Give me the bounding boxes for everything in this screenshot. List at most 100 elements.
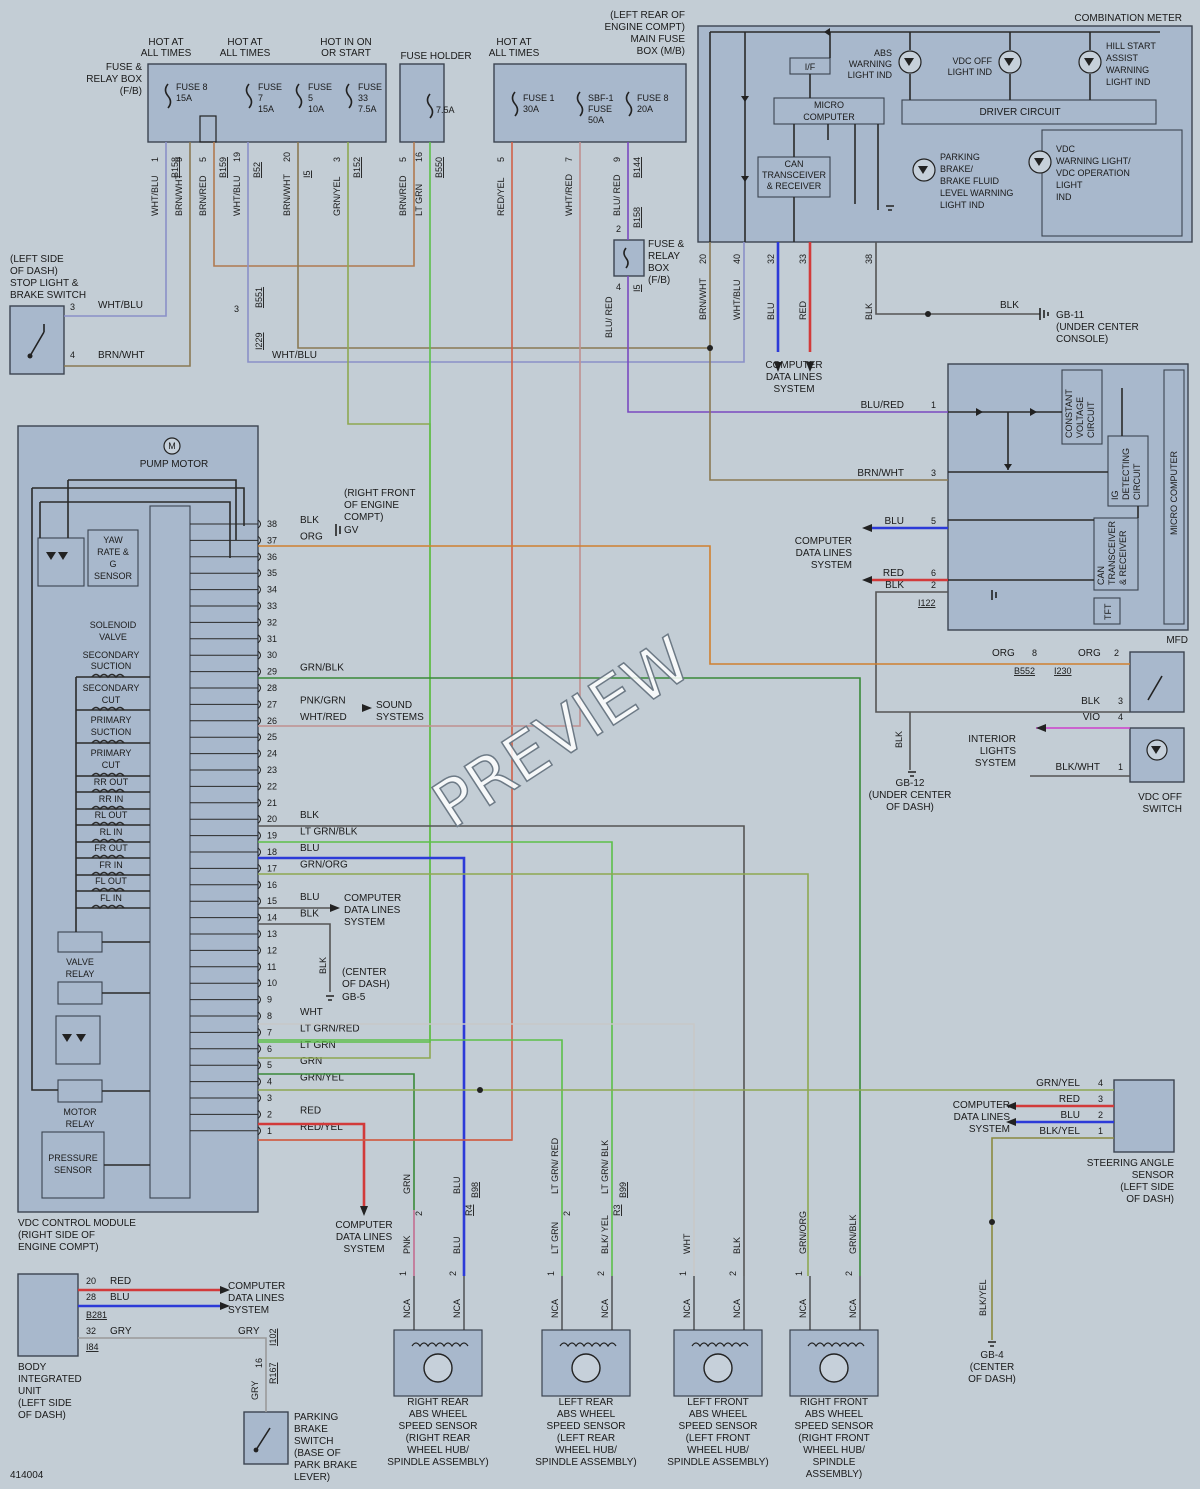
meter-pin-number: 20	[698, 254, 708, 264]
top-pin-color: WHT/BLU	[232, 176, 242, 217]
sensor-inline-pin: 2	[414, 1211, 424, 1216]
meter-pin-color: BLU	[766, 302, 776, 320]
mfd-cdl-1: DATA LINES	[796, 548, 853, 559]
mfd-can-1: TRANSCEIVER	[1107, 520, 1117, 585]
fuse33-a: FUSE	[358, 82, 382, 92]
pbs-4: PARK BRAKE	[294, 1460, 357, 1471]
module-pin-color: WHT	[300, 1007, 323, 1018]
sound-1: SYSTEMS	[376, 712, 424, 723]
body-pin-color: BLU	[110, 1292, 129, 1303]
top-pin-circuit: B144	[632, 157, 642, 178]
vdc-module-label-2: ENGINE COMPT)	[18, 1242, 99, 1253]
top-pin-number: 16	[414, 152, 424, 162]
steering-pin-number: 3	[1098, 1094, 1103, 1104]
fuse-7-icon	[245, 83, 253, 109]
sensor-nca-label: NCA	[848, 1299, 858, 1318]
steering-pin-color: BLK/YEL	[1039, 1126, 1080, 1137]
gv-1: OF ENGINE	[344, 500, 399, 511]
fuse7-a: FUSE	[258, 82, 282, 92]
module-pin-number: 27	[267, 699, 277, 709]
mfd-can-0: CAN	[1096, 566, 1106, 585]
wheel-sensor-label-line: SPEED SENSOR	[547, 1421, 626, 1432]
vdc-switch-pin-color: BLK	[1081, 696, 1100, 707]
pressure-0: PRESSURE	[48, 1153, 98, 1163]
wire-wht-red	[258, 142, 581, 727]
label-i84: I84	[86, 1342, 99, 1352]
wheel-sensor-label-line: ABS WHEEL	[689, 1409, 748, 1420]
parking-ind-0: PARKING	[940, 152, 980, 162]
wire-red-yel	[258, 142, 513, 1141]
valve-10: FL OUT	[95, 876, 127, 886]
top-pin-number: 20	[282, 152, 292, 162]
mfb-label-3: BOX (M/B)	[637, 46, 685, 57]
gear-icon	[423, 1353, 453, 1383]
meter-pin-color: RED	[798, 300, 808, 320]
pbs-1: BRAKE	[294, 1424, 328, 1435]
body-integrated-unit: BODY INTEGRATED UNIT (LEFT SIDE OF DASH)	[17, 1273, 82, 1421]
wire-blk-14	[258, 923, 331, 992]
fuse-holder-label: FUSE HOLDER	[400, 51, 471, 62]
fuse8b-b: 20A	[637, 104, 653, 114]
body-pin-color: GRY	[110, 1326, 132, 1337]
valve-relay-0: VALVE	[66, 957, 94, 967]
steer-cdl-0: COMPUTER	[953, 1100, 1010, 1111]
sensor-connector-pin: 2	[728, 1271, 738, 1276]
gb12-blk: BLK	[894, 731, 904, 748]
coil-icon	[807, 1342, 865, 1348]
module-pin-arc	[257, 536, 261, 545]
pbs-2: SWITCH	[294, 1436, 333, 1447]
wheel-sensor-label-line: (LEFT REAR	[557, 1433, 615, 1444]
wheel-sensor-label-line: WHEEL HUB/	[687, 1445, 749, 1456]
wheel-sensor-label-line: SPINDLE ASSEMBLY)	[667, 1457, 769, 1468]
vdc-switch-pin-number: 1	[1118, 762, 1123, 772]
label-b552: B552	[1014, 666, 1035, 676]
label-b551: B551	[254, 287, 264, 308]
meter-pin-color: WHT/BLU	[732, 280, 742, 321]
module-pin-number: 30	[267, 650, 277, 660]
top-pin-number: 5	[496, 157, 506, 162]
wheel-sensor-label-line: SPEED SENSOR	[795, 1421, 874, 1432]
wire-wht-blu-meter	[247, 142, 745, 363]
parking-brake-switch: PARKING BRAKE SWITCH (BASE OF PARK BRAKE…	[243, 1411, 357, 1483]
module-pin-number: 31	[267, 634, 277, 644]
module-pin-arc	[257, 782, 261, 791]
mfd-pin-color: BRN/WHT	[857, 468, 904, 479]
valve-coils: SECONDARY SUCTION SECONDARY CUT PRIMARY …	[75, 650, 150, 932]
mfd-unit: MFD CONSTANT VOLTAGE CIRCUIT IG DETECTIN…	[947, 363, 1189, 646]
module-pin-color: LT GRN/BLK	[300, 827, 358, 838]
module-pin-color: GRN/YEL	[300, 1073, 344, 1084]
wheel-sensor-label-line: SPINDLE ASSEMBLY)	[535, 1457, 637, 1468]
preview-watermark: PREVIEW	[420, 623, 703, 843]
combination-meter-label: COMBINATION METER	[1074, 13, 1182, 24]
fuse-relay-box: FUSE & RELAY BOX (F/B) HOT AT ALL TIMES …	[86, 37, 387, 143]
gear-icon	[571, 1353, 601, 1383]
module-pin-arc	[257, 995, 261, 1004]
fuse-relay-box-label-0: FUSE &	[106, 62, 142, 73]
vdcwarn-ind-4: IND	[1056, 192, 1072, 202]
wheel-sensor-label-line: (RIGHT REAR	[406, 1433, 471, 1444]
top-pin-number: 5	[398, 157, 408, 162]
fuse5-c: 10A	[308, 104, 324, 114]
module-pin-number: 34	[267, 585, 277, 595]
valve-7: RL IN	[100, 827, 123, 837]
mfd-ig-1: DETECTING	[1121, 448, 1131, 500]
module-pin-number: 7	[267, 1027, 272, 1037]
pressure-1: SENSOR	[54, 1165, 93, 1175]
module-pin-number: 28	[267, 683, 277, 693]
sensor-nca-label: NCA	[600, 1299, 610, 1318]
module-pin-arc	[257, 650, 261, 660]
hot-on-label-b: OR START	[321, 48, 371, 59]
wire-blk-mfd	[875, 591, 1130, 713]
fb-small-2: BOX	[648, 263, 669, 274]
valve-3a: PRIMARY	[91, 748, 132, 758]
sensor-lower-color: GRN/ORG	[798, 1211, 808, 1254]
wheel-sensor-label-line: RIGHT REAR	[407, 1397, 469, 1408]
sensor-lower-color: BLU	[452, 1236, 462, 1254]
module-pin-number: 37	[267, 535, 277, 545]
gb5-0: (CENTER	[342, 967, 386, 978]
module-pin-number: 10	[267, 978, 277, 988]
